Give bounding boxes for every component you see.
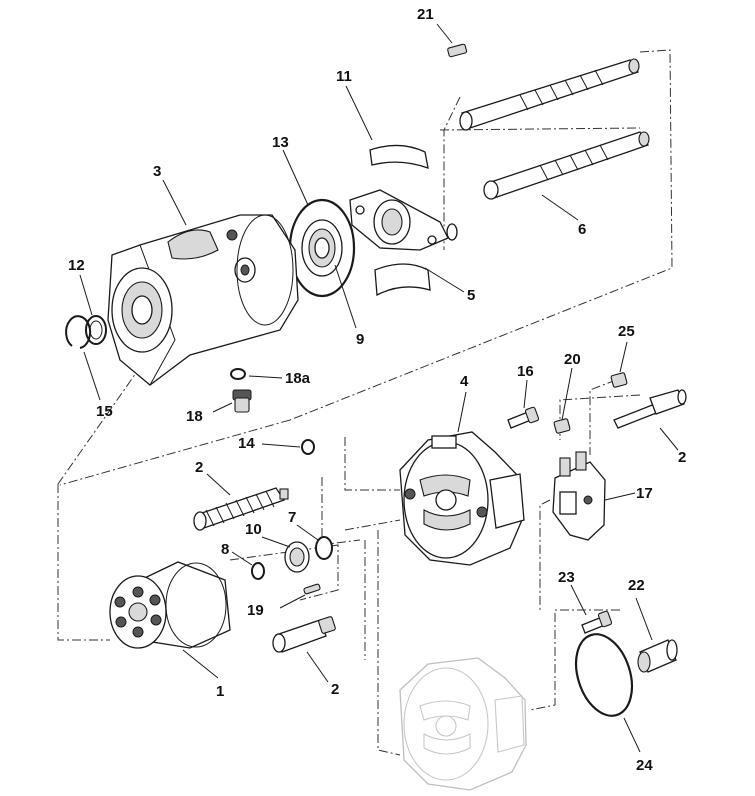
part-10-bearing — [284, 541, 310, 573]
callout-10: 10 — [245, 521, 262, 538]
callout-17: 17 — [636, 485, 653, 502]
callout-2-pin: 2 — [331, 681, 340, 698]
callout-16: 16 — [517, 363, 534, 380]
callout-14: 14 — [238, 435, 255, 452]
callout-21: 21 — [417, 6, 434, 23]
callout-18: 18 — [186, 408, 203, 425]
callout-5: 5 — [467, 287, 476, 304]
part-11-bearing-shell-lower — [374, 263, 431, 297]
part-25-plug — [610, 372, 628, 388]
part-2-piston-pin — [272, 616, 336, 653]
part-23-screw — [581, 610, 613, 634]
part-19-pin — [303, 583, 321, 595]
callout-20: 20 — [564, 351, 581, 368]
part-2-adjusting-screw-right — [613, 389, 687, 429]
part-1-cylinder-barrel — [109, 561, 231, 649]
part-8-washer — [251, 562, 265, 580]
part-16-screw — [507, 406, 540, 429]
part-17-control-valve — [552, 451, 606, 541]
part-12-seal-ring — [85, 315, 107, 345]
leader-lines — [79, 23, 679, 753]
callout-1: 1 — [216, 683, 225, 700]
callout-11: 11 — [336, 68, 352, 85]
callout-25: 25 — [618, 323, 635, 340]
callout-2-spring: 2 — [195, 459, 204, 476]
part-21-key — [447, 43, 468, 58]
part-7-ring — [315, 536, 333, 560]
callout-15: 15 — [96, 403, 113, 420]
part-15-circlip — [65, 315, 92, 349]
callout-12: 12 — [68, 257, 85, 274]
ghost-port-plate — [399, 657, 527, 791]
part-6-shaft-upper — [459, 58, 640, 131]
part-2-spring-assembly — [193, 487, 289, 531]
part-18-plug — [232, 389, 252, 413]
callout-7: 7 — [288, 509, 297, 526]
part-5-swivel-yoke — [349, 189, 458, 251]
part-20-plug — [553, 418, 571, 434]
part-9-bearing — [301, 219, 343, 277]
callout-19: 19 — [247, 602, 264, 619]
part-6-shaft-lower — [483, 131, 650, 200]
callout-8: 8 — [221, 541, 230, 558]
part-4-port-plate — [399, 431, 525, 566]
part-3-pump-housing — [107, 214, 299, 386]
callout-6: 6 — [578, 221, 587, 238]
part-14-o-ring — [301, 439, 315, 455]
callout-2-right: 2 — [678, 449, 687, 466]
callout-24: 24 — [636, 757, 653, 774]
callout-23: 23 — [558, 569, 575, 586]
callout-22: 22 — [628, 577, 645, 594]
callout-18a: 18a — [285, 370, 311, 387]
callout-4: 4 — [460, 373, 469, 390]
callout-3: 3 — [153, 163, 162, 180]
callout-13: 13 — [272, 134, 289, 151]
part-18a-o-ring — [230, 368, 246, 380]
part-22-bushing — [637, 639, 678, 673]
part-11-bearing-shell-upper — [369, 144, 429, 169]
callout-9: 9 — [356, 331, 365, 348]
part-24-o-ring — [574, 633, 634, 717]
